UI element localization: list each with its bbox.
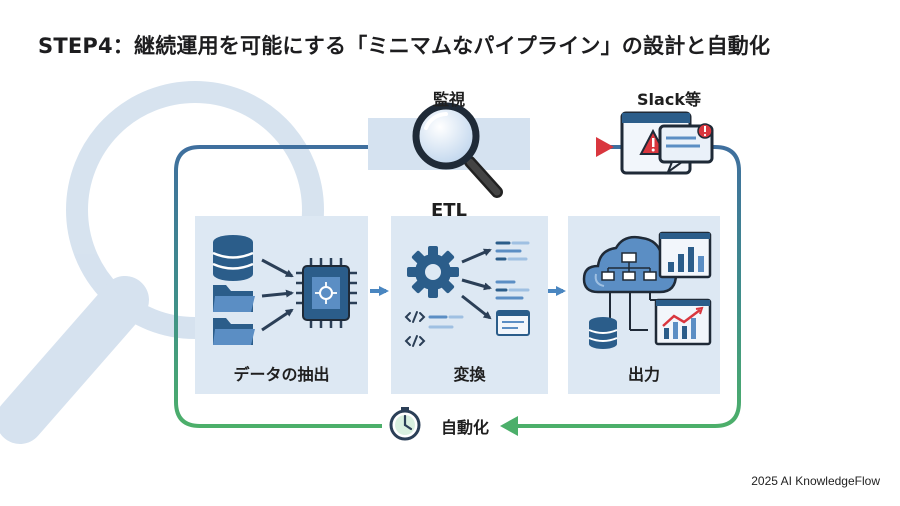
magnifier-icon <box>412 102 503 198</box>
alert-label: Slack等 <box>637 90 701 109</box>
page-title: STEP4：継続運用を可能にする「ミニマムなパイプライン」の設計と自動化 <box>38 34 771 58</box>
line-chart-icon <box>654 298 712 346</box>
code-lines-icon <box>404 311 464 347</box>
clock-icon <box>385 405 425 445</box>
monitor-label: 監視 <box>432 90 465 109</box>
bar-chart-icon <box>658 231 712 279</box>
alert-window-icon <box>620 111 714 175</box>
output-label: 出力 <box>627 365 660 384</box>
etl-label: ETL <box>430 200 468 221</box>
automation-label: 自動化 <box>430 414 500 438</box>
transform-panel <box>391 216 548 394</box>
code-window-icon <box>496 310 530 336</box>
extract-input-arrows <box>261 258 294 332</box>
copyright-footer: 2025 AI KnowledgeFlow <box>751 474 880 488</box>
folder-icon <box>213 318 255 345</box>
automation-loop <box>174 145 741 436</box>
transform-output-arrows <box>461 248 492 320</box>
code-lines-icon <box>495 241 530 300</box>
transform-label: 変換 <box>453 365 486 384</box>
extract-label: データの抽出 <box>233 365 330 384</box>
folder-icon <box>213 285 255 312</box>
database-icon <box>212 235 254 281</box>
automation-arrowhead <box>500 416 518 436</box>
processor-chip-icon <box>296 258 357 328</box>
database-icon <box>588 317 618 349</box>
gear-icon <box>407 246 459 298</box>
monitor-to-alert-arrow <box>492 137 614 157</box>
